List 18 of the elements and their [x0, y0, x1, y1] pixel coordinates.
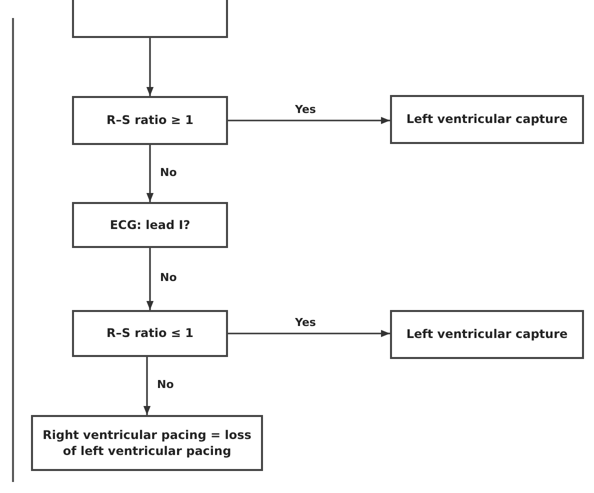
process-box: Left ventricular capture [390, 310, 584, 359]
arrow [143, 357, 151, 415]
process-box: R–S ratio ≤ 1 [72, 310, 228, 357]
edge-label: Yes [293, 102, 318, 116]
empty-box [72, 0, 228, 38]
arrow [146, 38, 154, 96]
arrow [228, 330, 390, 338]
edge-label: Yes [293, 316, 318, 328]
arrow [146, 248, 154, 310]
edge-label: No [158, 271, 179, 284]
arrow [228, 116, 390, 124]
edge-label: No [155, 378, 176, 391]
process-box: ECG: lead I? [72, 202, 228, 248]
process-box: R–S ratio ≥ 1 [72, 96, 228, 145]
process-box: Right ventricular pacing = loss of left ventricular pacing [31, 415, 263, 471]
arrow [146, 145, 154, 202]
edge-label: No [158, 166, 179, 178]
process-box: Left ventricular capture [390, 95, 584, 144]
